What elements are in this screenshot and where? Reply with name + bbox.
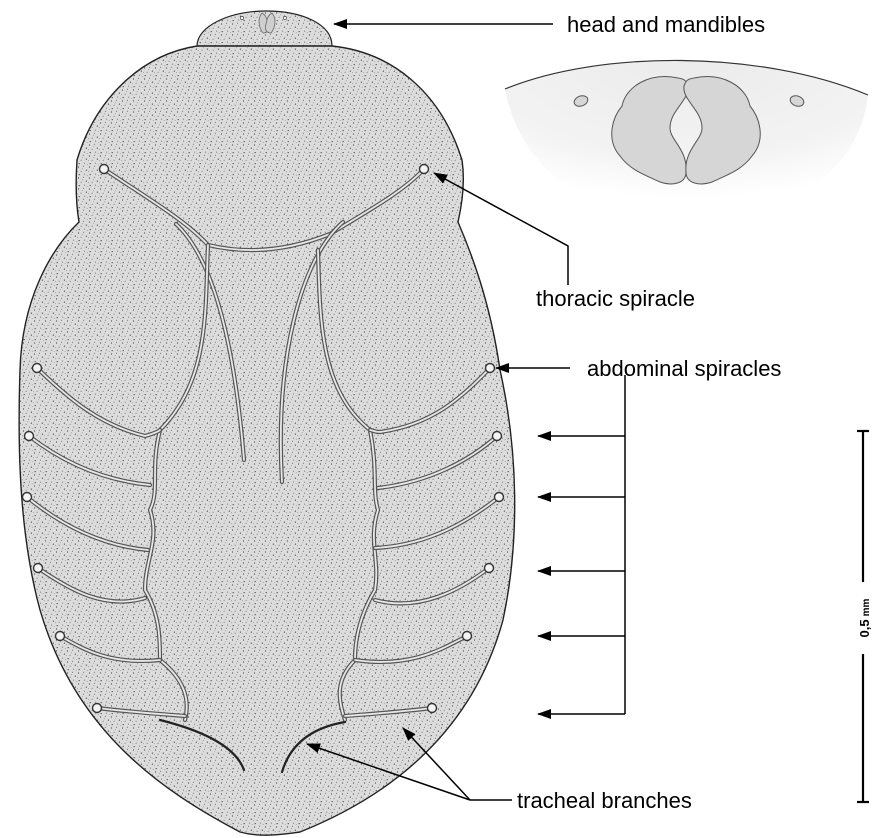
spiracle-icon	[495, 493, 504, 502]
tracheal-label: tracheal branches	[517, 788, 692, 813]
scale-value: 0,5	[857, 619, 872, 637]
spiracle-icon	[493, 432, 502, 441]
spiracle-icon	[23, 493, 32, 502]
spiracle-icon	[420, 165, 429, 174]
spiracle-icon	[485, 564, 494, 573]
spiracle-icon	[486, 364, 495, 373]
scale-bar: 0,5 mm	[857, 431, 872, 802]
spiracle-icon	[93, 704, 102, 713]
spiracle-icon	[25, 432, 34, 441]
spiracle-icon	[100, 165, 109, 174]
spiracle-icon	[33, 364, 42, 373]
scale-bar-label: 0,5 mm	[857, 598, 872, 637]
spiracle-icon	[428, 704, 437, 713]
head-inset	[505, 60, 868, 222]
thoracic-label: thoracic spiracle	[536, 286, 695, 311]
spiracle-icon	[56, 632, 65, 641]
larva-body	[19, 46, 515, 835]
scale-unit: mm	[861, 598, 872, 616]
abdominal-label: abdominal spiracles	[587, 356, 781, 381]
spiracle-icon	[34, 564, 43, 573]
spiracle-icon	[463, 632, 472, 641]
head-label: head and mandibles	[567, 12, 765, 37]
